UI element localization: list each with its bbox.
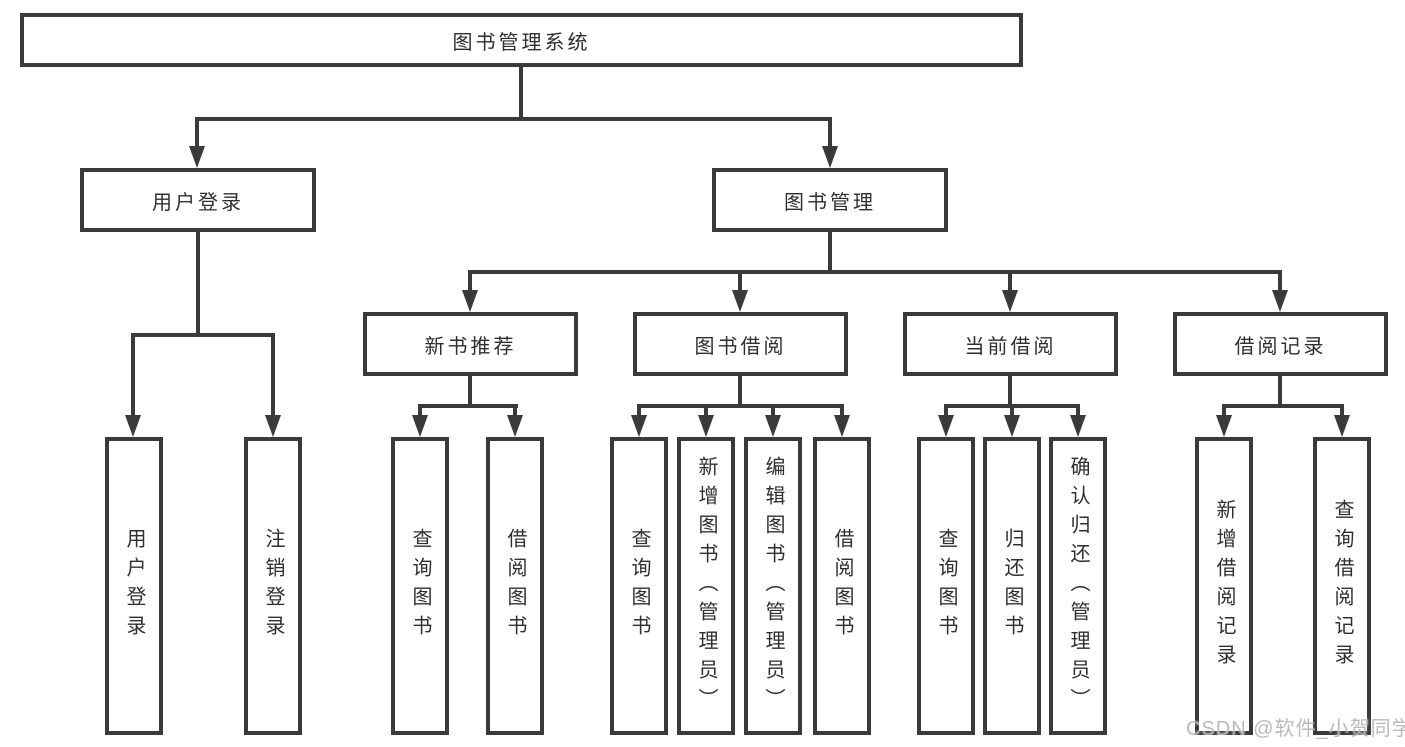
connector-line [131, 333, 135, 419]
node-label: 新增图书（管理员） [695, 455, 717, 717]
node-label: 借阅记录 [1234, 335, 1327, 358]
node-borrowing-records: 借阅记录 [1173, 312, 1388, 376]
node-book-management: 图书管理 [712, 168, 948, 232]
node-book-borrowing: 图书借阅 [633, 312, 848, 376]
node-label: 用户登录 [123, 528, 145, 644]
arrowhead-down [125, 415, 141, 437]
arrowhead-down [1216, 415, 1232, 437]
node-label: 归还图书 [1001, 528, 1023, 644]
arrowhead-down [822, 146, 838, 168]
connector-line [271, 333, 275, 419]
leaf-borrow-books-newbook: 借阅图书 [486, 437, 544, 735]
leaf-return-book: 归还图书 [983, 437, 1041, 735]
connector-line [468, 270, 472, 292]
node-label: 用户登录 [152, 191, 244, 214]
connector-line [1010, 404, 1014, 418]
connector-line [1340, 404, 1344, 418]
leaf-borrow-books-borrow: 借阅图书 [813, 437, 871, 735]
connector-line [1008, 270, 1012, 292]
node-label: 当前借阅 [964, 335, 1057, 358]
arrowhead-down [698, 415, 714, 437]
watermark: CSDN @软件_小贺同学 [1186, 718, 1405, 740]
connector-line [468, 270, 1282, 274]
connector-line [196, 230, 200, 337]
node-label: 确认归还（管理员） [1067, 455, 1089, 717]
arrowhead-down [265, 415, 281, 437]
leaf-confirm-return-admin: 确认归还（管理员） [1049, 437, 1107, 735]
arrowhead-down [412, 415, 428, 437]
leaf-add-borrow-record: 新增借阅记录 [1195, 437, 1253, 735]
arrowhead-down [938, 415, 954, 437]
node-new-book-recommendation: 新书推荐 [363, 312, 578, 376]
node-label: 查询借阅记录 [1331, 499, 1353, 673]
node-label: 查询图书 [409, 528, 431, 644]
node-label: 新书推荐 [424, 335, 517, 358]
connector-line [513, 404, 517, 418]
arrowhead-down [1004, 415, 1020, 437]
node-label: 图书管理 [784, 191, 876, 214]
connector-line [738, 374, 742, 407]
node-label: 图书管理系统 [452, 31, 591, 54]
node-current-borrowing: 当前借阅 [903, 312, 1118, 376]
connector-line [704, 404, 708, 418]
leaf-query-borrow-record: 查询借阅记录 [1313, 437, 1371, 735]
node-label: 编辑图书（管理员） [762, 455, 784, 717]
leaf-edit-book-admin: 编辑图书（管理员） [744, 437, 802, 735]
node-label: 查询图书 [935, 528, 957, 644]
node-label: 借阅图书 [831, 528, 853, 644]
connector-line [196, 117, 832, 121]
connector-line [1008, 374, 1012, 407]
leaf-query-books-borrow: 查询图书 [610, 437, 668, 735]
connector-line [1222, 404, 1226, 418]
arrowhead-down [1334, 415, 1350, 437]
arrowhead-down [765, 415, 781, 437]
arrowhead-down [834, 415, 850, 437]
connector-line [637, 404, 641, 418]
leaf-query-books-newbook: 查询图书 [391, 437, 449, 735]
connector-line [944, 404, 948, 418]
connector-line [771, 404, 775, 418]
node-label: 图书借阅 [694, 335, 787, 358]
arrowhead-down [1002, 290, 1018, 312]
connector-line [1278, 270, 1282, 292]
leaf-user-login: 用户登录 [105, 437, 163, 735]
arrowhead-down [462, 290, 478, 312]
node-label: 注销登录 [262, 528, 284, 644]
connector-line [519, 65, 523, 121]
node-label: 查询图书 [628, 528, 650, 644]
node-label: 新增借阅记录 [1213, 499, 1235, 673]
connector-line [131, 333, 275, 337]
node-library-management-system: 图书管理系统 [20, 13, 1023, 67]
leaf-add-book-admin: 新增图书（管理员） [677, 437, 735, 735]
arrowhead-down [1070, 415, 1086, 437]
connector-line [828, 230, 832, 274]
node-label: 借阅图书 [504, 528, 526, 644]
connector-line [1278, 374, 1282, 407]
connector-line [195, 117, 199, 149]
connector-line [1222, 404, 1344, 408]
arrowhead-down [507, 415, 523, 437]
connector-line [418, 404, 518, 408]
leaf-logout: 注销登录 [244, 437, 302, 735]
connector-line [637, 404, 844, 408]
connector-line [418, 404, 422, 418]
arrowhead-down [189, 146, 205, 168]
leaf-query-books-current: 查询图书 [917, 437, 975, 735]
connector-line [828, 117, 832, 149]
arrowhead-down [732, 290, 748, 312]
connector-line [840, 404, 844, 418]
connector-line [738, 270, 742, 292]
arrowhead-down [631, 415, 647, 437]
node-user-login: 用户登录 [80, 168, 316, 232]
connector-line [468, 374, 472, 407]
connector-line [1076, 404, 1080, 418]
arrowhead-down [1272, 290, 1288, 312]
